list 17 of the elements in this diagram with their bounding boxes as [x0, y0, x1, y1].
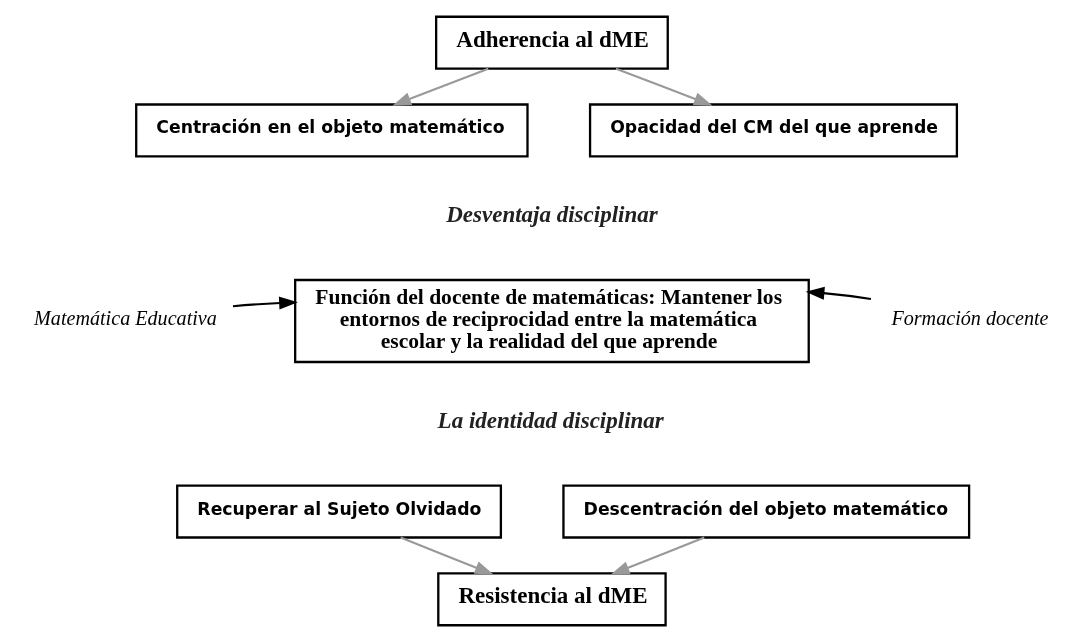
arrow [232, 295, 298, 310]
arrow [805, 286, 872, 300]
arrow [610, 536, 705, 575]
arrow [400, 536, 494, 575]
arrow [615, 67, 713, 106]
node-text: Matemática Educativa [34, 306, 217, 329]
node-box: Opacidad del CM del que aprende [588, 102, 959, 157]
node-box: Función del docente de matemáticas: Mantener los entornos de reciprocidad entre la matemática escolar y la realidad del que aprende [294, 278, 810, 363]
node-box: Descentración del objeto matemático [562, 484, 971, 539]
node-text: Formación docente [891, 306, 1049, 329]
node-box: Recuperar al Sujeto Olvidado [176, 484, 503, 539]
node-box: Centración en el objeto matemático [135, 102, 529, 157]
arrow [392, 67, 489, 106]
label: Desventaja disciplinar [446, 200, 658, 227]
node-box: Resistencia al dME [437, 571, 667, 626]
label: La identidad disciplinar [437, 406, 664, 433]
node-box: Adherencia al dME [435, 15, 669, 70]
